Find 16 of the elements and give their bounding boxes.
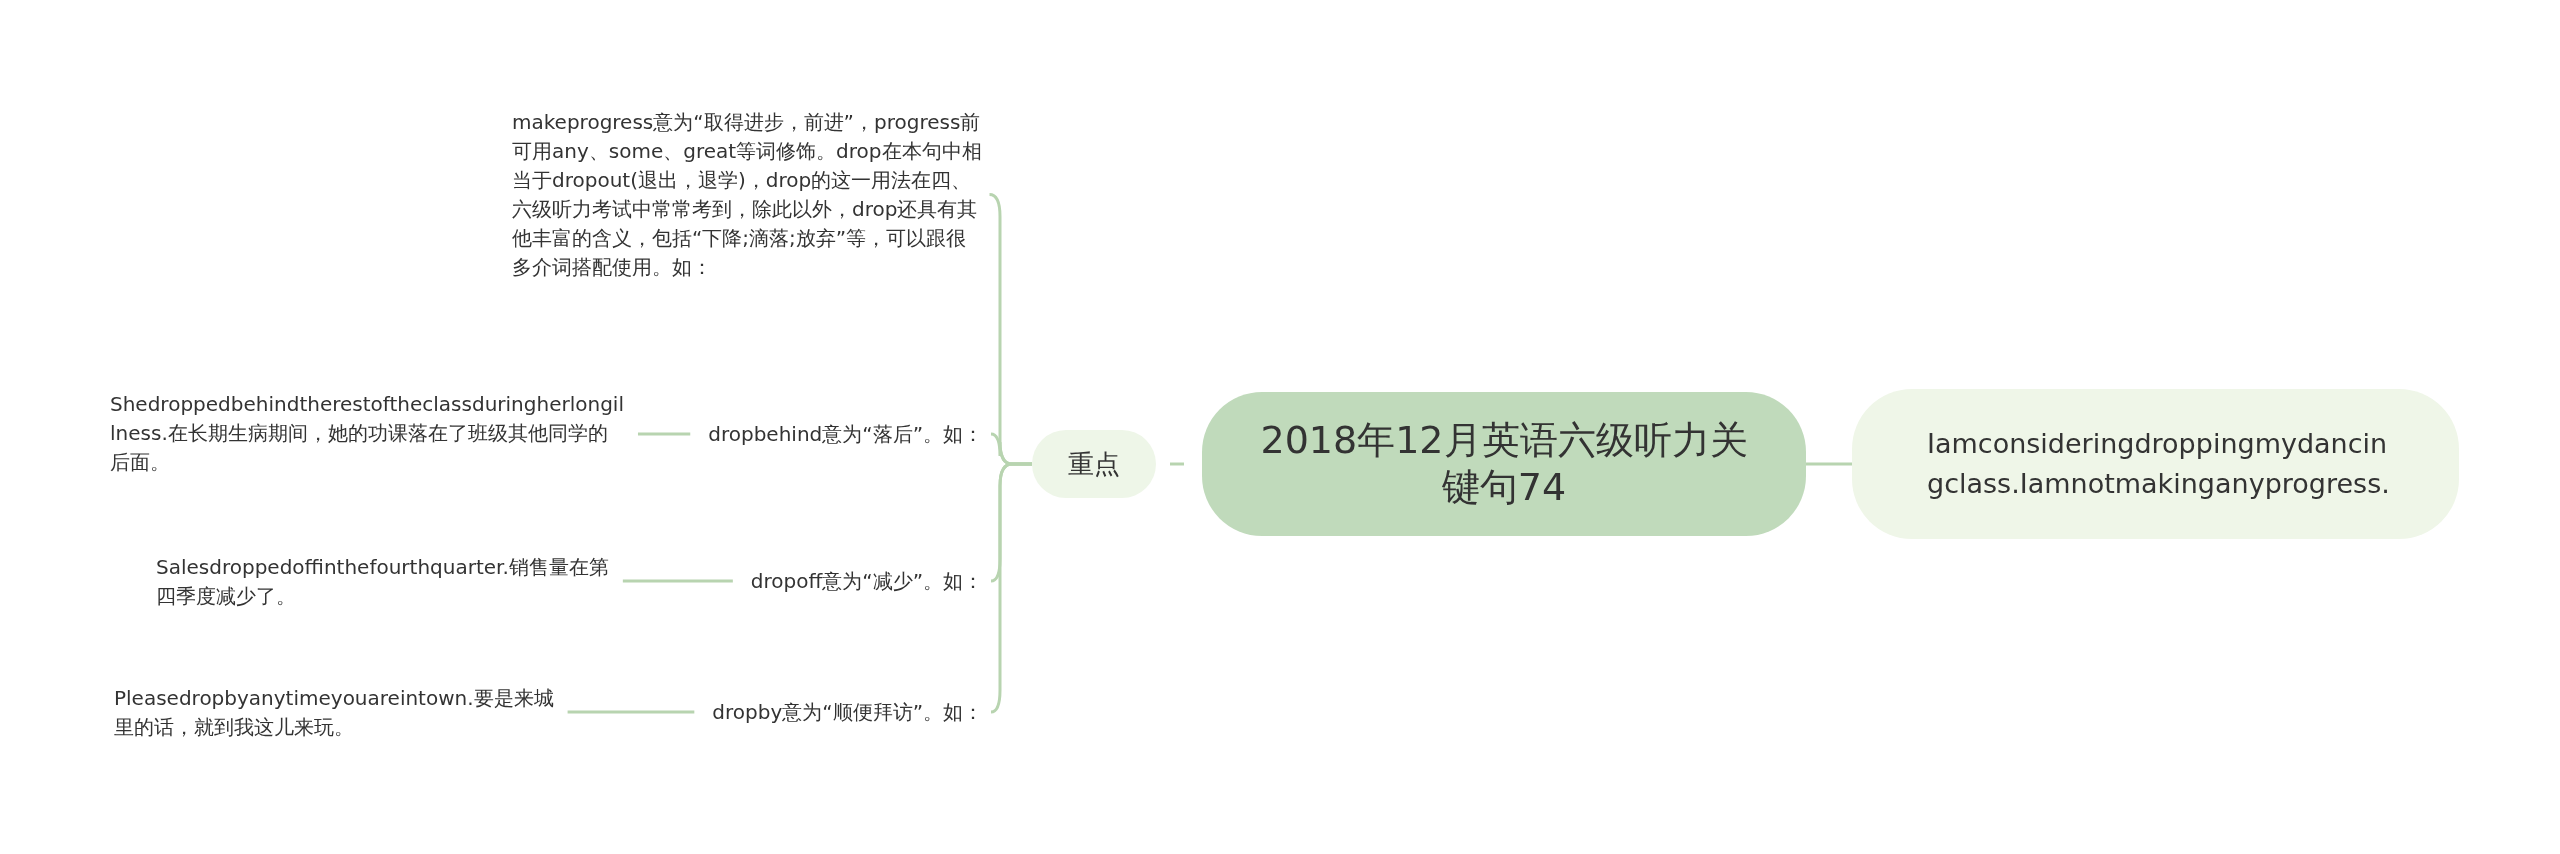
topic-text: Shedroppedbehindtherestoftheclassduringherlongillness.在长期生病期间，她的功课落在了班级其他同学的后面。 xyxy=(110,390,625,482)
connector-line xyxy=(990,462,1032,714)
connector-line xyxy=(1170,462,1184,466)
branch-topic: 重点 xyxy=(1032,430,1156,498)
topic-text: dropby意为“顺便拜访”。如： xyxy=(640,698,983,730)
topic-text: dropoff意为“减少”。如： xyxy=(684,567,983,599)
connector-line xyxy=(567,710,695,714)
topic-text: Pleasedropbyanytimeyouareintown.要是来城里的话，就到我这儿来玩。 xyxy=(114,684,569,746)
note-topic: Iamconsideringdroppingmydancingclass.Iamnotmakinganyprogress. xyxy=(1852,389,2459,539)
connector-line xyxy=(637,432,691,436)
topic-text: makeprogress意为“取得进步，前进”，progress前可用any、some、great等词修饰。drop在本句中相当于dropout(退出，退学)，drop的这一用法在四、六级听力考试中常常考到，除此以外，drop还具有其他丰富的含义，包括“下降;滴落;放弃”等，可以跟很多介词搭配使用。如： xyxy=(512,108,982,320)
connector-line xyxy=(1806,462,1852,466)
central-topic: 2018年12月英语六级听力关键句74 xyxy=(1202,392,1806,536)
topic-text: dropbehind意为“落后”。如： xyxy=(638,420,983,452)
topic-text: Salesdroppedoffinthefourthquarter.销售量在第四季度减少了。 xyxy=(156,553,611,615)
connector-line xyxy=(622,579,733,583)
